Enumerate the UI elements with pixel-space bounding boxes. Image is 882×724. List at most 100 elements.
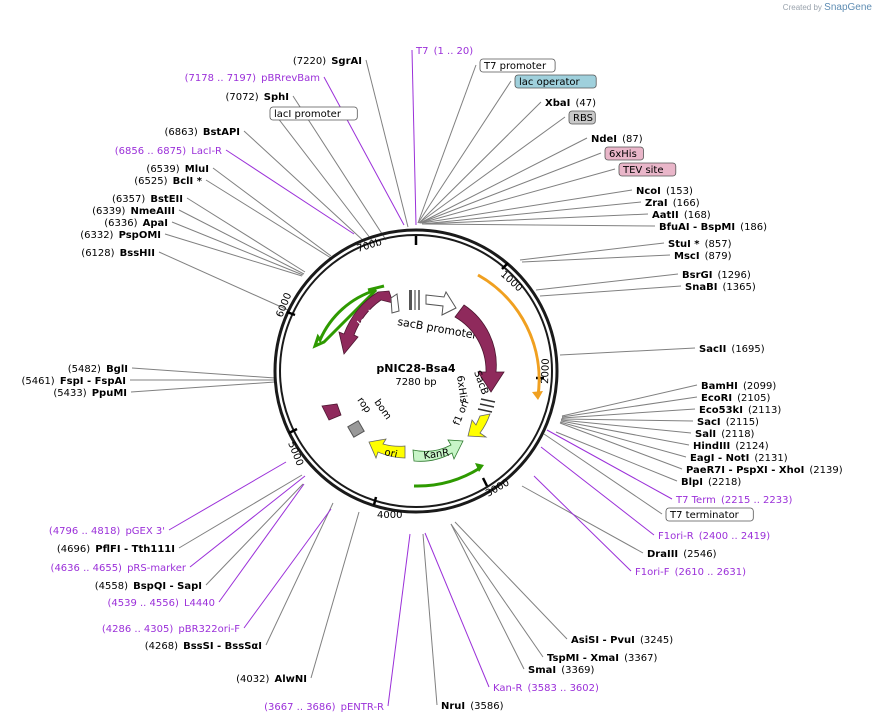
tev-site-feature-box bbox=[618, 162, 677, 177]
blpi-leader-line bbox=[555, 431, 678, 482]
bsteii-label-text: (6357) BstEII bbox=[112, 187, 183, 206]
label-leader-lines bbox=[130, 49, 698, 707]
bsteii-leader-line bbox=[186, 197, 306, 273]
xbai-label-text: XbaI (47) bbox=[545, 91, 596, 110]
kan-strand-head bbox=[475, 463, 484, 472]
lac-operator-feature-label: lac operator bbox=[519, 77, 580, 88]
pbrrevbam-label-text: (7178 .. 7197) pBRrevBam bbox=[185, 66, 320, 85]
site-label-apai: (6336) ApaI bbox=[104, 218, 168, 229]
msci-label-text: MscI (879) bbox=[674, 244, 732, 263]
bamhi-label-text: BamHI (2099) bbox=[701, 374, 776, 393]
nrui-leader-line bbox=[422, 533, 438, 706]
site-label-hindiii: HindIII (2124) bbox=[693, 441, 769, 452]
plasmid-length: 7280 bp bbox=[395, 377, 436, 388]
site-label-bamhi: BamHI (2099) bbox=[701, 374, 776, 393]
apai-leader-line bbox=[171, 221, 304, 276]
eagi-noti-leader-line bbox=[559, 421, 687, 458]
kanR-label: KanR bbox=[423, 447, 450, 461]
site-label-pentr-r: (3667 .. 3686) pENTR-R bbox=[264, 702, 384, 713]
site-label-pspomi: (6332) PspOMI bbox=[80, 230, 161, 241]
saci-leader-line bbox=[560, 418, 694, 422]
site-label-tspmi-xmai: TspMI - XmaI (3367) bbox=[547, 653, 657, 664]
backbone-outer-strand bbox=[273, 228, 559, 514]
lacI-strand-arrow bbox=[312, 288, 378, 349]
smai-label-text: SmaI (3369) bbox=[528, 658, 595, 677]
tev-site-leader-line bbox=[420, 168, 616, 224]
site-label-eagi-noti: EagI - NotI (2131) bbox=[690, 446, 788, 465]
pentr-r-leader-line bbox=[387, 533, 411, 707]
f1ori-r-leader-line bbox=[540, 446, 655, 536]
backbone-inner-strand bbox=[279, 234, 553, 508]
rbs-feature-box bbox=[568, 110, 596, 125]
kan-strand-arrow bbox=[413, 466, 481, 488]
site-label-t7: T7 (1 .. 20) bbox=[415, 46, 473, 57]
ecori-label-text: EcoRI (2105) bbox=[701, 386, 771, 405]
site-label-6xhis: 6xHis bbox=[604, 146, 644, 161]
sgrai-label-text: (7220) SgrAI bbox=[293, 49, 362, 68]
t7-leader-line bbox=[411, 49, 417, 226]
sacii-label-text: SacII (1695) bbox=[699, 337, 765, 356]
site-label-alwni: (4032) AlwNI bbox=[236, 674, 307, 685]
t7-terminator-feature-box bbox=[665, 507, 754, 522]
site-label-fspi-fspai: (5461) FspI - FspAI bbox=[21, 376, 126, 387]
l4440-leader-line bbox=[218, 483, 305, 603]
nrui-label-text: NruI (3586) bbox=[441, 694, 504, 713]
site-label-laci-promoter: lacI promoter bbox=[269, 106, 358, 121]
bcli-leader-line bbox=[205, 179, 332, 259]
rop-cds bbox=[321, 403, 342, 421]
tspmi-xmai-leader-line bbox=[450, 523, 544, 658]
site-label-aatii: AatII (168) bbox=[652, 210, 711, 221]
site-label-bgli: (5482) BglI bbox=[68, 364, 128, 375]
tick-label-700b: 700b bbox=[356, 237, 384, 255]
pflfi-tth111i-label-text: (4696) PflFI - Tth111I bbox=[57, 537, 175, 556]
sali-leader-line bbox=[560, 419, 692, 434]
pflfi-tth111i-leader-line bbox=[178, 474, 303, 549]
eagi-noti-label-text: EagI - NotI (2131) bbox=[690, 446, 788, 465]
bom-feature bbox=[347, 420, 365, 438]
6xhis-feature-box bbox=[604, 146, 644, 161]
site-label-prs-marker: (4636 .. 4655) pRS-marker bbox=[51, 556, 187, 575]
laci-promoter-feature-box bbox=[269, 106, 358, 121]
backbone-ticks bbox=[286, 236, 544, 506]
site-label-l4440: (4539 .. 4556) L4440 bbox=[107, 598, 215, 609]
t7-promoter-feature-box bbox=[479, 58, 556, 73]
msci-leader-line bbox=[521, 254, 671, 263]
site-label-sacii: SacII (1695) bbox=[699, 337, 765, 356]
site-label-mlui: (6539) MluI bbox=[146, 164, 209, 175]
sixhis-label: 6xHis bbox=[454, 375, 469, 404]
bgli-leader-line bbox=[131, 367, 276, 379]
f1ori-f-label-text: F1ori-F (2610 .. 2631) bbox=[635, 560, 746, 579]
site-label-bsshii: (6128) BssHII bbox=[81, 248, 155, 259]
ncoi-label-text: NcoI (153) bbox=[636, 179, 693, 198]
site-label-eco53ki: Eco53kI (2113) bbox=[699, 405, 781, 416]
pgex-3-leader-line bbox=[168, 461, 287, 531]
site-label-bcli: (6525) BclI * bbox=[134, 169, 203, 188]
t7-term-leader-line bbox=[546, 429, 673, 500]
site-label-ndei: NdeI (87) bbox=[591, 134, 643, 145]
site-label-smai: SmaI (3369) bbox=[528, 658, 595, 677]
laci-promoter-leader-line bbox=[273, 112, 375, 244]
f1-ori-label: f1 ori bbox=[452, 399, 472, 427]
pspomi-leader-line bbox=[164, 233, 303, 277]
prs-marker-label-text: (4636 .. 4655) pRS-marker bbox=[51, 556, 187, 575]
mlui-leader-line bbox=[212, 167, 332, 257]
bcli-label-text: (6525) BclI * bbox=[134, 169, 203, 188]
site-label-nrui: NruI (3586) bbox=[441, 694, 504, 713]
nmeaiii-leader-line bbox=[178, 209, 305, 275]
site-label-laci-r: (6856 .. 6875) LacI-R bbox=[115, 146, 222, 157]
6xhis-feature-label: 6xHis bbox=[609, 149, 637, 160]
site-label-tev-site: TEV site bbox=[618, 162, 677, 177]
ori-label: ori bbox=[383, 447, 398, 460]
bsshii-leader-line bbox=[158, 251, 289, 311]
stui-leader-line bbox=[519, 242, 665, 261]
orange-arc-head bbox=[532, 391, 543, 400]
site-label-t7-terminator: T7 terminator bbox=[665, 507, 754, 522]
f1-ori-arrow bbox=[467, 413, 491, 438]
pbr322ori-f-leader-line bbox=[243, 508, 332, 629]
site-label-blpi: BlpI (2218) bbox=[681, 477, 741, 488]
f1ori-r-label-text: F1ori-R (2400 .. 2419) bbox=[658, 524, 770, 543]
aatii-leader-line bbox=[422, 213, 649, 225]
draiii-leader-line bbox=[521, 485, 644, 554]
pbr322ori-f-label-text: (4286 .. 4305) pBR322ori-F bbox=[102, 617, 240, 636]
